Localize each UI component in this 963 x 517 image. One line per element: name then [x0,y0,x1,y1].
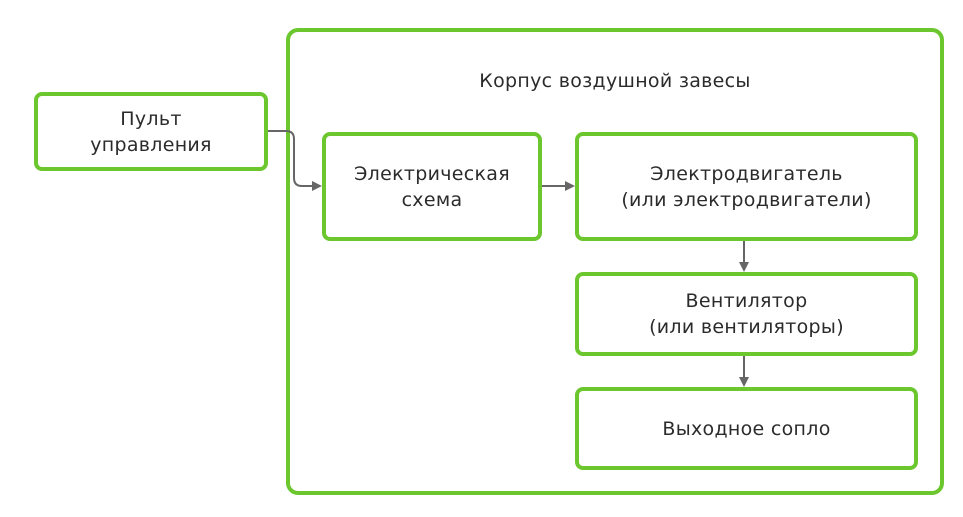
remote-control-node: Пульт управления [34,92,268,171]
fan-node: Вентилятор (или вентиляторы) [575,272,918,356]
fan-label-line-1: Вентилятор [685,290,808,312]
housing-label: Корпус воздушной завесы [479,70,751,92]
electric-circuit-node: Электрическая схема [322,132,542,241]
electric-motor-label-line-1: Электродвигатель [650,162,843,185]
electric-motor-label-line-2: (или электродвигатели) [621,188,872,211]
remote-control-label-line-1: Пульт [120,107,182,130]
electric-circuit-label-line-1: Электрическая [354,162,510,185]
remote-control-label-line-2: управления [90,133,212,156]
outlet-nozzle-label: Выходное сопло [662,417,831,440]
outlet-nozzle-node: Выходное сопло [575,387,918,470]
electric-circuit-label-line-2: схема [401,188,463,211]
fan-label-line-2: (или вентиляторы) [649,316,844,338]
electric-motor-node: Электродвигатель (или электродвигатели) [575,132,918,241]
